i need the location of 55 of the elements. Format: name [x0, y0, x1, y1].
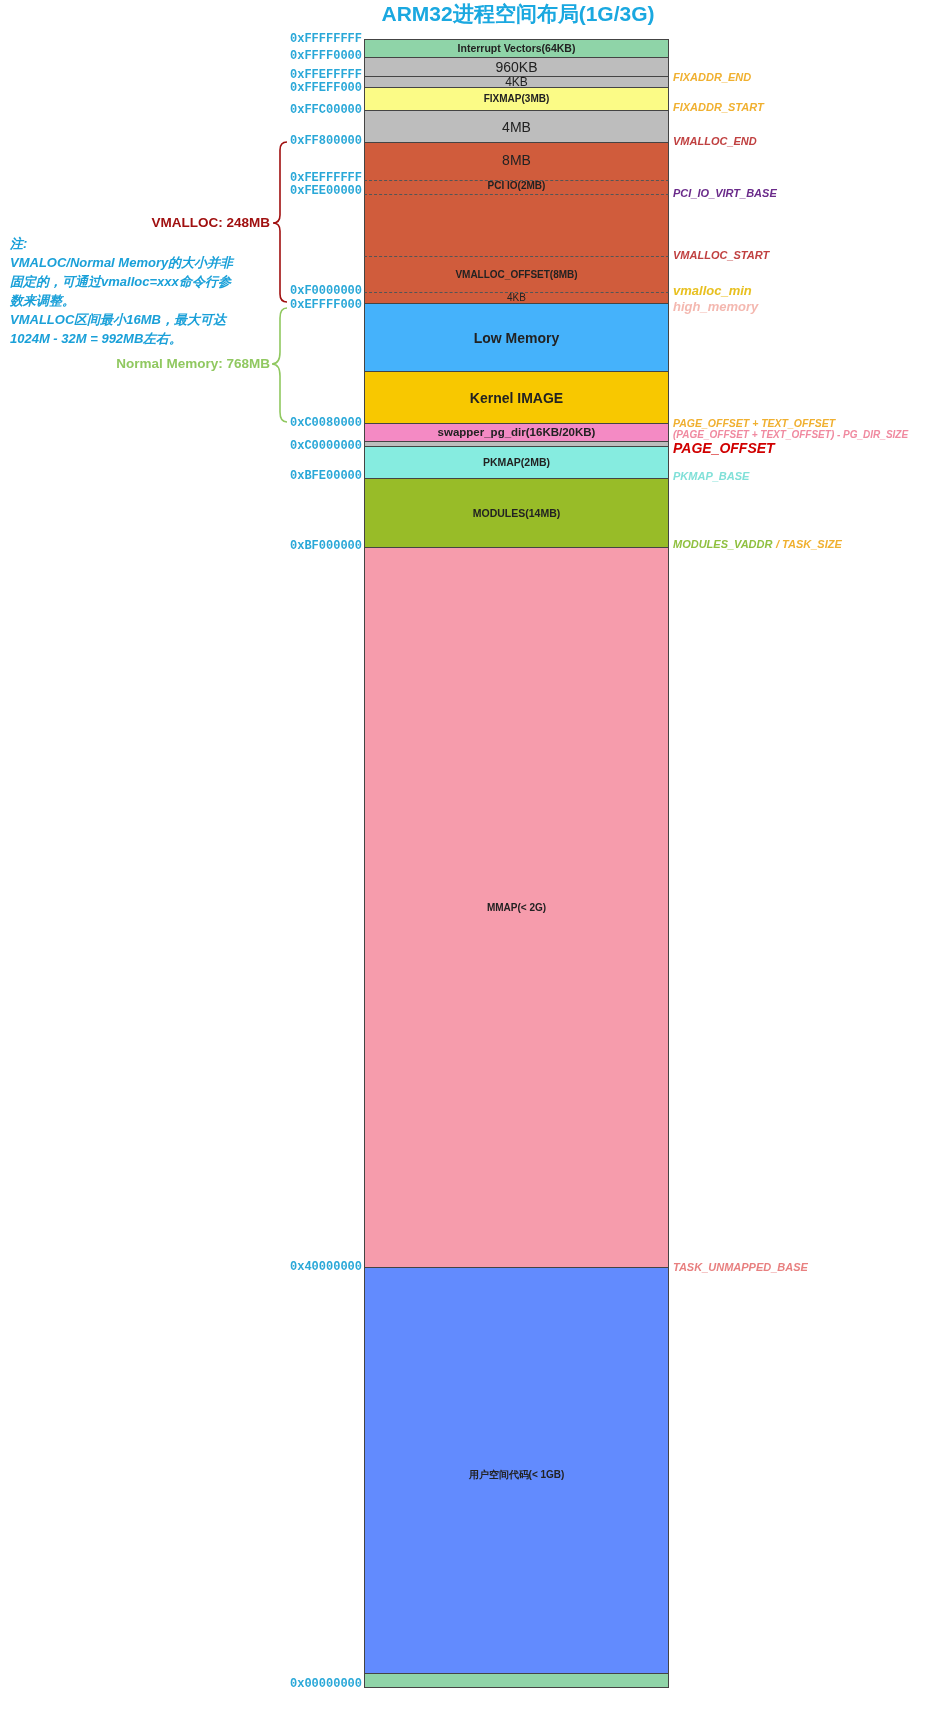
memory-region: MODULES(14MB) [364, 478, 669, 547]
symbol-label: PKMAP_BASE [673, 470, 750, 482]
note-text: VMALLOC区间最小16MB，最大可达1024M - 32M = 992MB左右。 [10, 311, 228, 348]
title: ARM32进程空间布局(1G/3G) [380, 1, 656, 27]
memory-region: swapper_pg_dir(16KB/20KB) [364, 423, 669, 441]
memory-region: 4KB [364, 76, 669, 87]
memory-region: MMAP(< 2G) [364, 547, 669, 1267]
address-label: 0xFFEFF000 [290, 82, 362, 94]
symbol-label: TASK_UNMAPPED_BASE [673, 1261, 808, 1273]
memory-region [364, 1673, 669, 1688]
symbol-label: vmalloc_min [673, 283, 752, 297]
memory-region [364, 441, 669, 446]
memory-region: 4KB [364, 292, 669, 303]
address-label: 0xFF800000 [290, 135, 362, 147]
address-label: 0xFEFFFFFF [290, 172, 362, 184]
symbol-label: PAGE_OFFSET [673, 441, 775, 455]
symbol-label: PCI_IO_VIRT_BASE [673, 187, 777, 199]
symbol-label: VMALLOC_END [673, 135, 757, 147]
symbol-label: (PAGE_OFFSET + TEXT_OFFSET) - PG_DIR_SIZE [673, 430, 909, 440]
symbol-label: high_memory [673, 299, 759, 313]
address-label: 0xBF000000 [290, 540, 362, 552]
symbol-label: MODULES_VADDR [673, 538, 773, 550]
address-label: 0xFFEFFFFF [290, 69, 362, 81]
memory-region: Low Memory [364, 303, 669, 371]
symbol-label: FIXADDR_END [673, 71, 752, 83]
memory-region: 8MB [364, 142, 669, 180]
address-label: 0xC0080000 [290, 417, 362, 429]
memory-region: PCI IO(2MB) [364, 180, 669, 194]
memory-region: 960KB [364, 57, 669, 76]
address-label: 0xBFE00000 [290, 470, 362, 482]
memory-region: VMALLOC_OFFSET(8MB) [364, 256, 669, 292]
memory-region: PKMAP(2MB) [364, 446, 669, 478]
address-label: 0xFFFF0000 [290, 50, 362, 62]
brace-label: Normal Memory: 768MB [116, 357, 270, 371]
symbol-label: PAGE_OFFSET + TEXT_OFFSET [673, 417, 836, 429]
memory-region [364, 194, 669, 256]
symbol-label: / TASK_SIZE [776, 538, 842, 550]
memory-region: FIXMAP(3MB) [364, 87, 669, 110]
memory-region: Interrupt Vectors(64KB) [364, 39, 669, 57]
memory-region: 4MB [364, 110, 669, 142]
brace-label: VMALLOC: 248MB [151, 216, 270, 230]
address-label: 0xFFC00000 [290, 104, 362, 116]
address-label: 0xFFFFFFFF [290, 33, 362, 45]
memory-region: Kernel IMAGE [364, 371, 669, 423]
address-label: 0xC0000000 [290, 440, 362, 452]
note-text: 注: [10, 235, 29, 253]
address-label: 0xEFFFF000 [290, 299, 362, 311]
note-text: VMALOC/Normal Memory的大小并非固定的，可通过vmalloc=xxx命令行参数来调整。 [10, 254, 236, 310]
address-label: 0x40000000 [290, 1261, 362, 1273]
symbol-label: VMALLOC_START [673, 249, 770, 261]
symbol-label: FIXADDR_START [673, 101, 764, 113]
memory-region: 用户空间代码(< 1GB) [364, 1267, 669, 1673]
address-label: 0xFEE00000 [290, 185, 362, 197]
address-label: 0xF0000000 [290, 285, 362, 297]
address-label: 0x00000000 [290, 1678, 362, 1690]
